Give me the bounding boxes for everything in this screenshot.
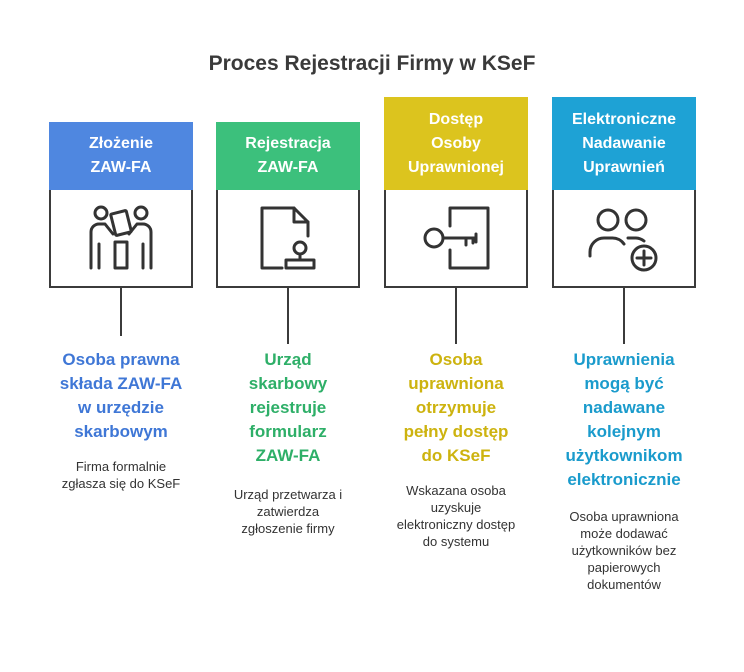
- step-3-heading: Osoba uprawniona otrzymuje pełny dostęp …: [403, 350, 509, 465]
- add-users-icon: [588, 208, 658, 272]
- document-stamp-icon: [260, 206, 316, 270]
- step-3-header: Dostęp Osoby Uprawnionej: [384, 97, 528, 190]
- step-2-icon-box: [216, 190, 360, 288]
- step-1-icon-box: [49, 190, 193, 288]
- key-door-icon: [423, 206, 490, 270]
- step-4-heading: Uprawnienia mogą być nadawane kolejnym u…: [565, 350, 683, 489]
- step-4-description: Osoba uprawniona może dodawać użytkownik…: [569, 509, 679, 592]
- step-2-heading: Urząd skarbowy rejestruje formularz ZAW-…: [248, 350, 328, 465]
- step-2-header: Rejestracja ZAW-FA: [216, 122, 360, 190]
- step-2-description: Urząd przetwarza i zatwierdza zgłoszenie…: [233, 487, 343, 536]
- step-4-icon-box: [552, 190, 696, 288]
- step-1-heading: Osoba prawna składa ZAW-FA w urzędzie sk…: [59, 350, 183, 441]
- step-3-description: Wskazana osoba uzyskuje elektroniczny do…: [396, 483, 516, 549]
- step-3-connector: [455, 288, 457, 344]
- step-1-description: Firma formalnie zgłasza się do KSeF: [61, 459, 181, 491]
- diagram-title: Proces Rejestracji Firmy w KSeF: [208, 52, 536, 75]
- step-3-icon-box: [384, 190, 528, 288]
- step-2-connector: [287, 288, 289, 344]
- people-exchanging-document-icon: [89, 205, 153, 270]
- step-1-header: Złożenie ZAW-FA: [49, 122, 193, 190]
- step-4-header: Elektroniczne Nadawanie Uprawnień: [552, 97, 696, 190]
- step-1-connector: [120, 288, 122, 336]
- step-4-connector: [623, 288, 625, 344]
